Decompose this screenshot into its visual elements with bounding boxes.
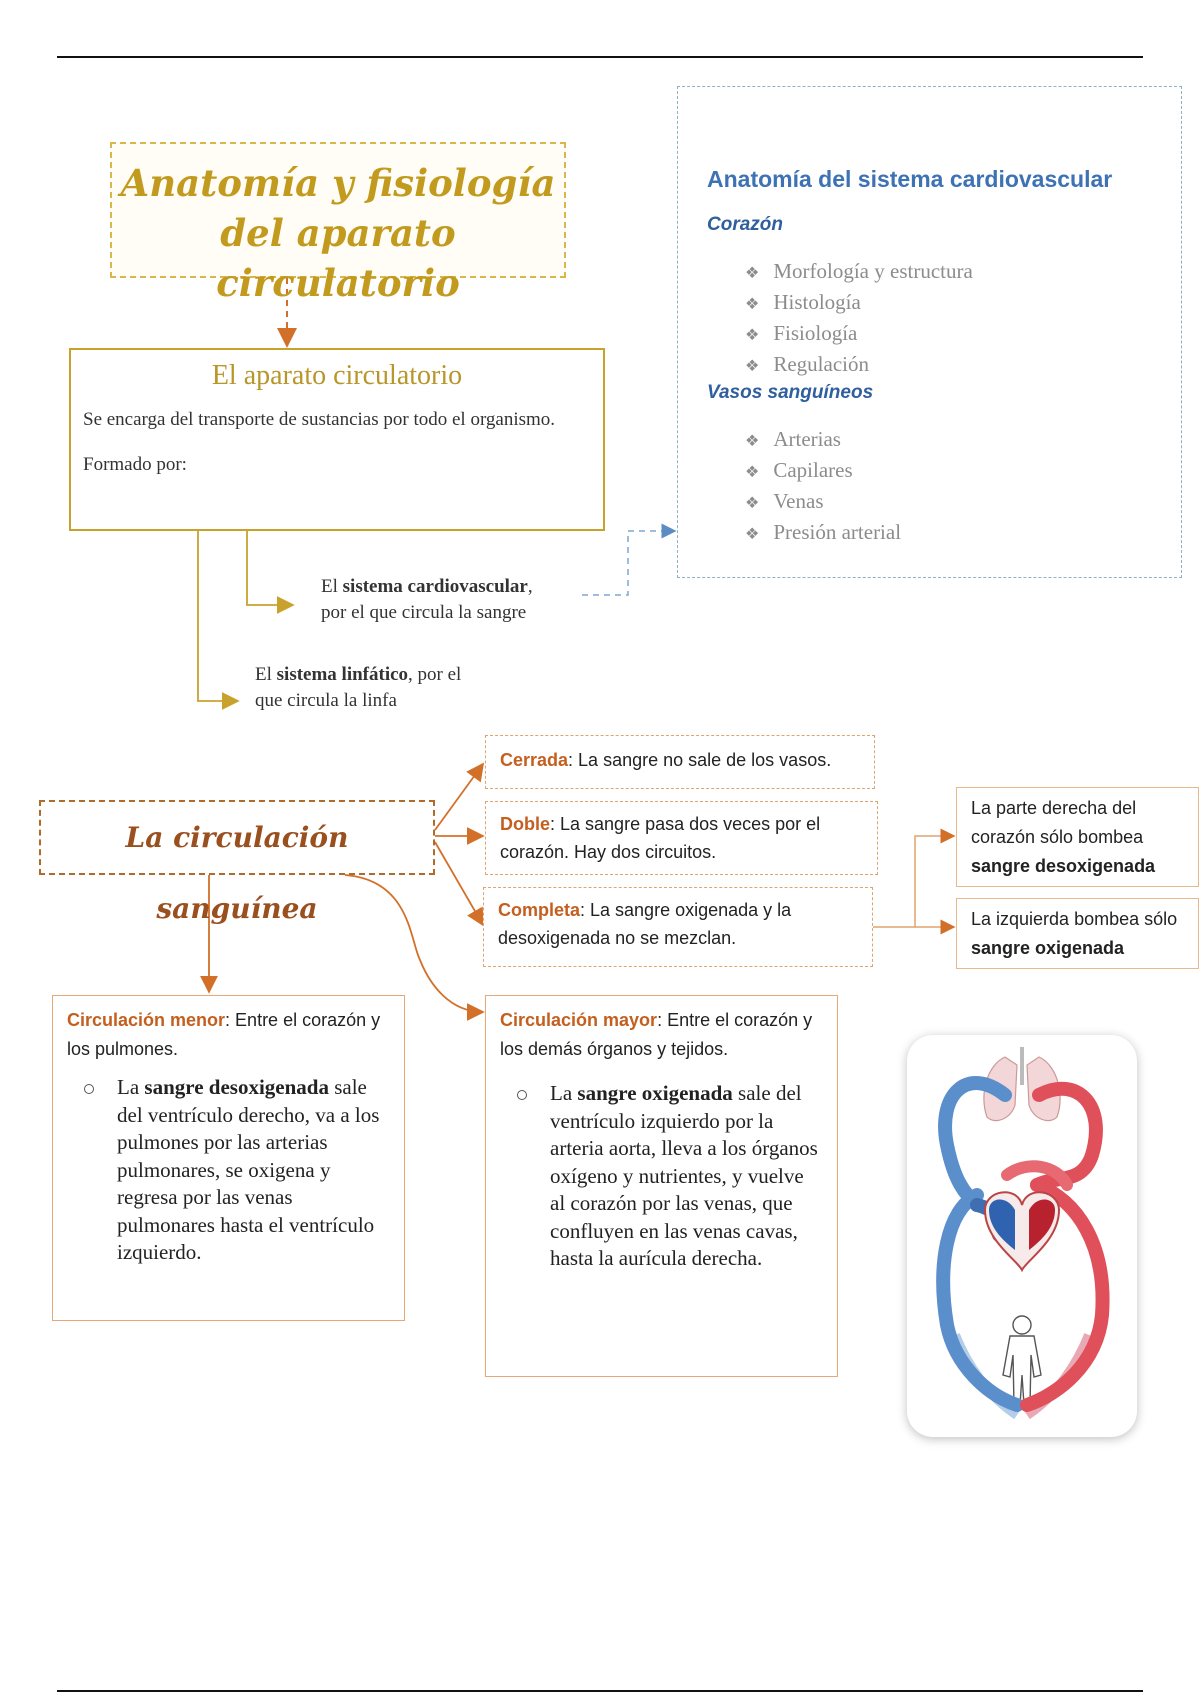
list-item: ❖Regulación	[745, 350, 1151, 381]
diamond-bullet-icon: ❖	[745, 327, 759, 344]
list-item: ❖Arterias	[745, 425, 1151, 456]
circle-bullet-icon	[517, 1090, 527, 1100]
list-item: ❖Morfología y estructura	[745, 257, 1151, 288]
anatomy-heading: Anatomía del sistema cardiovascular	[707, 165, 1151, 193]
lymphatic-system-text: El sistema linfático, por el que circula…	[255, 662, 525, 714]
circulacion-mayor-box: Circulación mayor: Entre el corazón y lo…	[485, 995, 838, 1377]
list-item: ❖Fisiología	[745, 319, 1151, 350]
diamond-bullet-icon: ❖	[745, 296, 759, 313]
menor-list: La sangre desoxigenada sale del ventrícu…	[67, 1074, 390, 1267]
circ-to-cerrada-arrow	[435, 764, 483, 830]
heart-icon	[985, 1192, 1059, 1270]
diamond-bullet-icon: ❖	[745, 433, 759, 450]
anatomy-cardiovascular-box: Anatomía del sistema cardiovascular Cora…	[677, 86, 1182, 578]
list-item: ❖Venas	[745, 487, 1151, 518]
doble-box: Doble: La sangre pasa dos veces por el c…	[485, 801, 878, 875]
aparato-circulatorio-box: El aparato circulatorio Se encarga del t…	[69, 348, 605, 531]
circulatory-illustration-card	[907, 1035, 1137, 1437]
menor-label: Circulación menor	[67, 1010, 225, 1030]
cerrada-box: Cerrada: La sangre no sale de los vasos.	[485, 735, 875, 789]
doble-label: Doble	[500, 814, 550, 834]
left-heart-keyword: sangre oxigenada	[971, 938, 1124, 958]
main-title-line1: Anatomía y fisiología	[112, 158, 564, 208]
vessels-list: ❖Arterias ❖Capilares ❖Venas ❖Presión art…	[707, 425, 1151, 549]
mayor-label: Circulación mayor	[500, 1010, 657, 1030]
diamond-bullet-icon: ❖	[745, 464, 759, 481]
main-title-box: Anatomía y fisiología del aparato circul…	[110, 142, 566, 278]
circulation-title: La circulación sanguínea	[41, 802, 433, 944]
heart-list: ❖Morfología y estructura ❖Histología ❖Fi…	[707, 257, 1151, 381]
aparato-heading: El aparato circulatorio	[83, 358, 591, 394]
completa-box: Completa: La sangre oxigenada y la desox…	[483, 887, 873, 967]
right-heart-keyword: sangre desoxigenada	[971, 856, 1155, 876]
list-item: ❖Presión arterial	[745, 518, 1151, 549]
list-item: ❖Histología	[745, 288, 1151, 319]
mayor-intro: Circulación mayor: Entre el corazón y lo…	[500, 1006, 823, 1064]
list-item: ❖Capilares	[745, 456, 1151, 487]
circulation-title-box: La circulación sanguínea	[39, 800, 435, 875]
aparato-to-cardio-arrow	[247, 531, 293, 605]
diamond-bullet-icon: ❖	[745, 526, 759, 543]
list-item: La sangre desoxigenada sale del ventrícu…	[117, 1074, 390, 1267]
list-item: La sangre oxigenada sale del ventrículo …	[550, 1080, 823, 1273]
mayor-keyword: sangre oxigenada	[577, 1081, 732, 1105]
cardiovascular-system-text: El sistema cardiovascular, por el que ci…	[321, 574, 591, 626]
completa-label: Completa	[498, 900, 580, 920]
circ-to-completa-arrow	[435, 842, 483, 925]
aparato-description: Se encarga del transporte de sustancias …	[83, 406, 591, 433]
diamond-bullet-icon: ❖	[745, 358, 759, 375]
menor-keyword: sangre desoxigenada	[144, 1075, 329, 1099]
aparato-to-linfa-arrow	[198, 531, 238, 701]
left-heart-box: La izquierda bombea sólo sangre oxigenad…	[956, 898, 1199, 969]
diamond-bullet-icon: ❖	[745, 265, 759, 282]
diamond-bullet-icon: ❖	[745, 495, 759, 512]
right-heart-box: La parte derecha del corazón sólo bombea…	[956, 787, 1199, 887]
aparato-formed-by: Formado por:	[83, 451, 591, 478]
mayor-list: La sangre oxigenada sale del ventrículo …	[500, 1080, 823, 1273]
human-figure-icon	[1003, 1316, 1041, 1405]
vessels-heading: Vasos sanguíneos	[707, 381, 1151, 405]
cerrada-label: Cerrada	[500, 750, 568, 770]
heart-heading: Corazón	[707, 213, 1151, 237]
completa-to-derecha-arrow	[873, 836, 954, 927]
linfa-keyword: sistema linfático	[277, 664, 408, 685]
cardio-to-anatomy-arrow	[582, 531, 675, 595]
cardio-keyword: sistema cardiovascular	[343, 576, 528, 597]
circulacion-menor-box: Circulación menor: Entre el corazón y lo…	[52, 995, 405, 1321]
menor-intro: Circulación menor: Entre el corazón y lo…	[67, 1006, 390, 1064]
circulatory-system-illustration	[907, 1035, 1137, 1437]
circle-bullet-icon	[84, 1084, 94, 1094]
main-title-line2: del aparato circulatorio	[112, 208, 564, 308]
